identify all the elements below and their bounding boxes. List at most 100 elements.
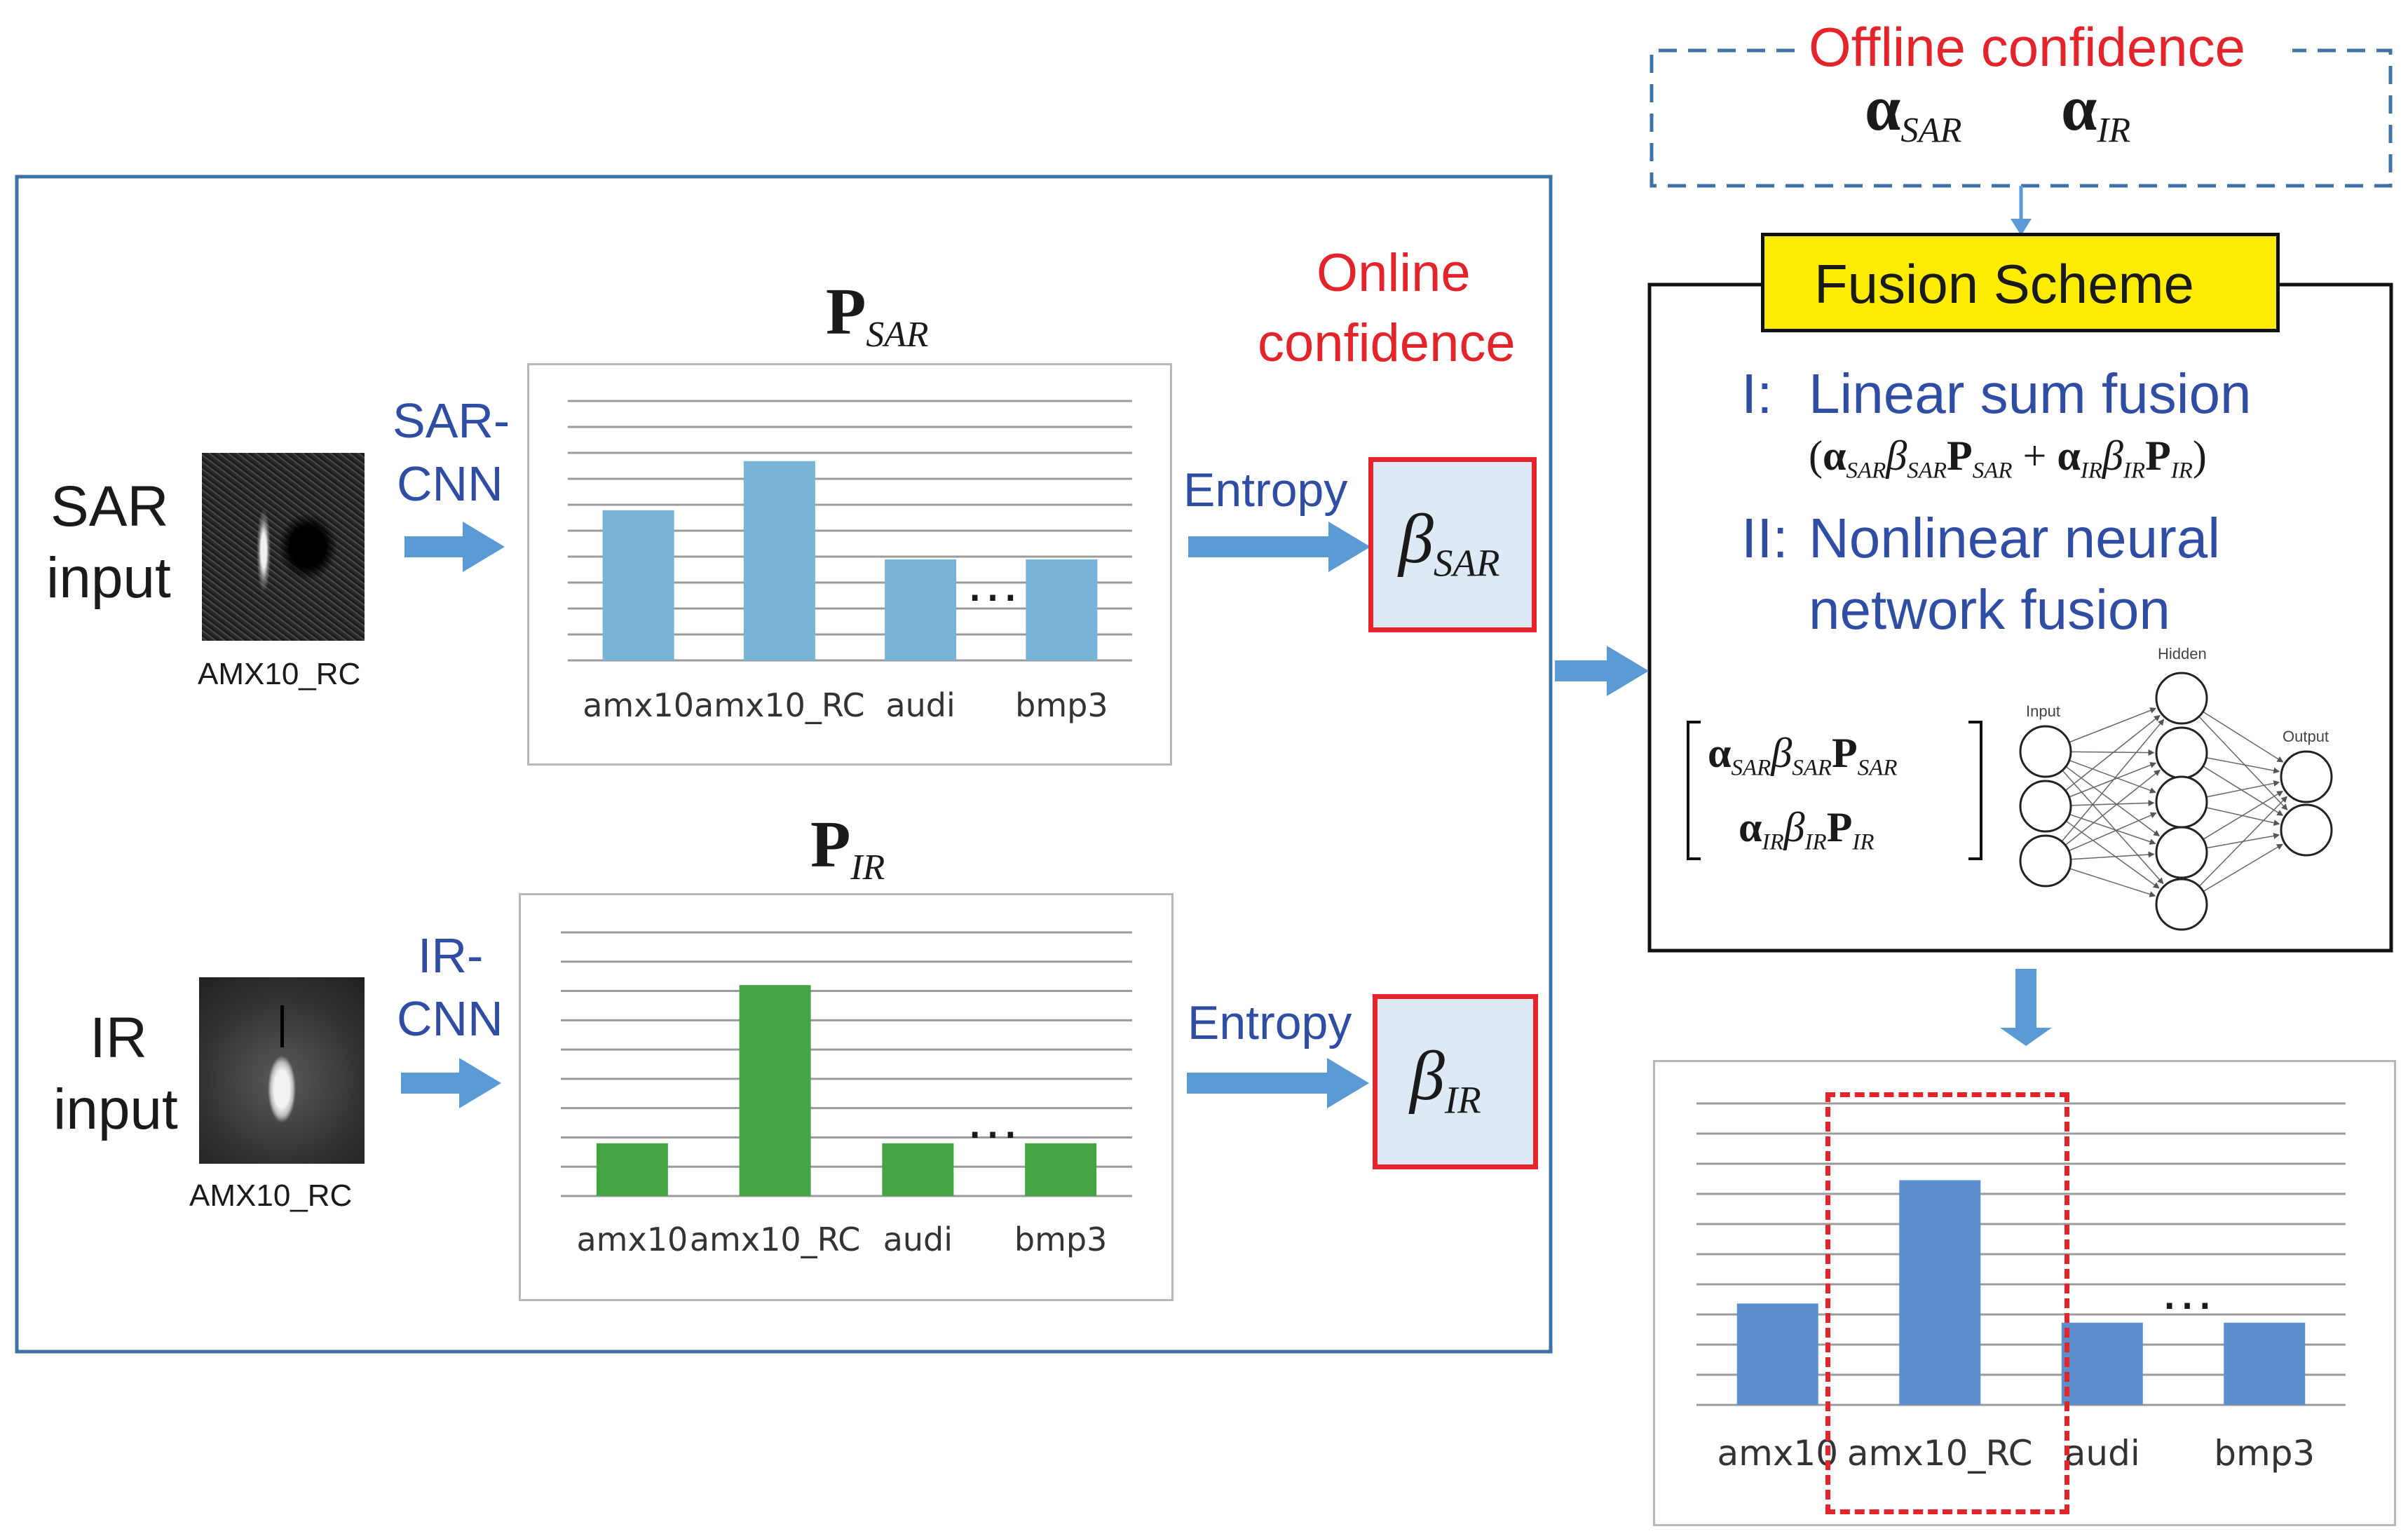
fused-tick-label: amx10 xyxy=(1717,1433,1838,1474)
method-1-label: Linear sum fusion xyxy=(1809,362,2252,425)
online-confidence-line1: Online xyxy=(1317,243,1471,303)
formula-beta-ir-sub: IR xyxy=(2123,458,2146,484)
ir-entropy-label: Entropy xyxy=(1188,996,1352,1049)
nn-connection xyxy=(2069,813,2156,845)
beta-sar-symbol: βSAR xyxy=(1399,500,1500,585)
nn-connection xyxy=(2061,719,2165,842)
sar-probability-vector-label: PSAR xyxy=(826,276,929,355)
formula-p-sar-sub: SAR xyxy=(1972,458,2013,484)
sar-chart-ellipsis: … xyxy=(965,550,1021,613)
main-pipeline-frame xyxy=(15,175,1553,1354)
sar-input-label-line2: input xyxy=(46,546,171,610)
nn-connection xyxy=(2069,707,2157,743)
ir-entropy-arrow xyxy=(1187,1058,1369,1108)
nn-hidden-node xyxy=(2155,878,2208,931)
sar-probability-subscript: SAR xyxy=(866,315,929,355)
ir-tick-label: amx10 xyxy=(576,1221,688,1258)
matrix-p-ir-sub: IR xyxy=(1852,829,1875,855)
ir-probability-vector-label: PIR xyxy=(810,808,885,888)
online-confidence-line2: confidence xyxy=(1258,313,1516,373)
sar-input-image xyxy=(202,453,365,641)
beta-sar-subscript: SAR xyxy=(1433,541,1500,585)
matrix-alpha-ir-sub: IR xyxy=(1762,829,1784,855)
nn-connection xyxy=(2065,769,2161,846)
method-2-label-line1: Nonlinear neural xyxy=(1809,507,2221,569)
nn-input-node xyxy=(2019,780,2072,833)
nn-connection xyxy=(2065,714,2161,791)
ir-input-label-line1: IR xyxy=(90,1006,147,1070)
matrix-row-sar: αSARβSARPSAR xyxy=(1708,730,1898,781)
ir-image-caption: AMX10_RC xyxy=(189,1178,353,1213)
ir-bar-amx10-rc xyxy=(739,985,811,1196)
ir-bar-bmp3 xyxy=(1025,1143,1097,1196)
matrix-beta-sar-sub: SAR xyxy=(1792,755,1832,781)
sar-cnn-label-line1: SAR- xyxy=(393,393,510,448)
method-2-number: II: xyxy=(1741,507,1788,569)
fused-bar-audi xyxy=(2061,1322,2143,1405)
nn-connection xyxy=(2206,780,2280,798)
fused-tick-label: bmp3 xyxy=(2214,1433,2315,1474)
matrix-left-bracket xyxy=(1687,721,1701,860)
nn-connection xyxy=(2203,766,2284,816)
nn-connection xyxy=(2203,843,2283,892)
fusion-scheme-title: Fusion Scheme xyxy=(1814,253,2194,315)
ir-cnn-label-line2: CNN xyxy=(397,991,503,1046)
nn-output-label: Output xyxy=(2283,728,2329,745)
nn-connection xyxy=(2062,770,2164,885)
sar-input-label-line1: SAR xyxy=(50,475,169,538)
offline-confidence-title: Offline confidence xyxy=(1809,16,2245,78)
nn-connection xyxy=(2206,757,2280,774)
sar-entropy-label: Entropy xyxy=(1183,463,1348,517)
ir-tick-label: audi xyxy=(883,1221,953,1258)
nn-hidden-node xyxy=(2155,826,2208,879)
ir-bar-audi xyxy=(882,1143,954,1196)
nn-connection xyxy=(2203,711,2284,763)
formula-alpha-ir-sub: IR xyxy=(2080,458,2103,484)
nn-input-node xyxy=(2019,725,2072,778)
fusion-to-result-arrow xyxy=(2000,969,2052,1046)
predicted-class-highlight xyxy=(1825,1092,2069,1514)
nn-hidden-node xyxy=(2155,672,2208,725)
nn-connection xyxy=(2198,716,2288,811)
beta-sar-box: βSAR xyxy=(1368,457,1537,632)
ir-tick-label: amx10_RC xyxy=(690,1221,861,1258)
sar-image-caption: AMX10_RC xyxy=(198,657,361,691)
ir-input-to-cnn-arrow xyxy=(401,1058,501,1108)
nn-input-label: Input xyxy=(2026,702,2060,720)
neural-network-graphic xyxy=(2019,672,2333,931)
sar-entropy-arrow xyxy=(1188,522,1370,572)
nn-connection xyxy=(2198,796,2288,887)
pipeline-to-fusion-arrow xyxy=(1555,646,1649,696)
matrix-beta-ir-sub: IR xyxy=(1804,829,1827,855)
nn-output-node xyxy=(2280,750,2333,803)
ir-chart-ellipsis: … xyxy=(965,1087,1021,1150)
ir-bar-amx10 xyxy=(596,1143,668,1196)
nn-connection xyxy=(2069,759,2156,794)
fused-bar-amx10 xyxy=(1736,1303,1818,1405)
sar-input-to-cnn-arrow xyxy=(404,522,505,572)
matrix-right-bracket xyxy=(1968,721,1982,860)
alpha-ir-subscript: IR xyxy=(2097,110,2131,150)
nn-connection xyxy=(2069,762,2157,798)
sar-tick-label: audi xyxy=(885,686,955,724)
nn-connection xyxy=(2203,790,2284,840)
matrix-row-ir: αIRβIRPIR xyxy=(1739,804,1875,855)
fusion-scheme-title-box xyxy=(1761,233,2280,332)
nn-connection xyxy=(2070,799,2155,806)
fused-tick-label: amx10_RC xyxy=(1847,1433,2033,1474)
formula-beta-sar-sub: SAR xyxy=(1907,458,1947,484)
nn-input-node xyxy=(2019,834,2072,888)
sar-bar-audi xyxy=(885,559,957,660)
fused-tick-label: audi xyxy=(2065,1433,2140,1474)
beta-ir-subscript: IR xyxy=(1444,1078,1481,1122)
beta-ir-symbol: βIR xyxy=(1410,1037,1481,1122)
alpha-sar-subscript: SAR xyxy=(1900,110,1962,150)
sar-tick-label: bmp3 xyxy=(1015,686,1108,724)
sar-bar-amx10 xyxy=(602,510,674,660)
sar-bar-amx10-rc xyxy=(743,461,815,660)
ir-tick-label: bmp3 xyxy=(1014,1221,1107,1258)
